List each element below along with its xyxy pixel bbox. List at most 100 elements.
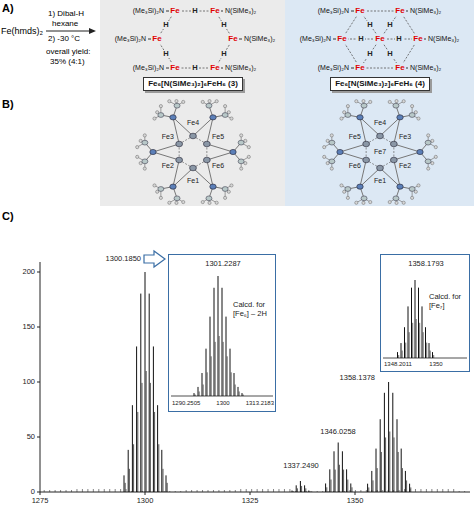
iron-atom [203,141,210,147]
spectrum-peak [293,491,294,493]
spectrum-peak [367,484,368,492]
noise-stroke [44,490,45,492]
spectrum-peak [326,487,327,492]
spectrum-peak [132,405,133,492]
iron-atom [363,141,370,147]
spectrum-peak [136,346,137,492]
noise-stroke [208,490,209,492]
ligand-label: (Me₃Si)₂N [317,64,350,72]
silicon-atom [238,140,244,145]
inset-peak [398,355,399,358]
inset-peak [202,373,203,396]
reaction-arrow [46,31,92,32]
formula-text: Fe₆[N(SiMe₃)₂]₆FeH₆ (3) [148,79,238,88]
carbon-atom [362,201,365,204]
carbon-atom [355,100,358,103]
inset-peak [405,343,406,358]
inset-peak [238,387,239,396]
carbon-atom [175,201,178,204]
carbon-atom [153,184,156,187]
iron-label: Fe [151,34,162,43]
silicon-atom [206,103,212,108]
silicon-atom [361,196,367,201]
spectrum-peak [343,470,344,492]
iron-label: Fe [354,63,365,72]
atom-bond [207,152,233,160]
inset-peak [432,352,433,358]
carbon-atom [427,134,430,137]
spectrum-peak [371,471,372,492]
carbon-atom [417,117,420,120]
iron-atom [377,133,384,139]
hydride-label: H [162,50,169,59]
noise-stroke [317,491,318,492]
spectrum-peak [352,487,353,492]
atom-bond [394,144,420,152]
nitrogen-atom [357,184,363,189]
inset-peak [425,327,426,358]
carbon-atom [346,105,349,108]
spectrum-peak [385,437,386,492]
silicon-atom [329,159,335,164]
spectrum-peak [310,491,311,493]
spectrum-peak [154,412,155,492]
atom-label: Fe6 [211,162,225,170]
panel-letter: A) [2,2,14,15]
axis-tick: 0 [31,488,35,497]
inset-peak [234,373,235,396]
noise-stroke [284,489,285,492]
iron-label: Fe [394,63,405,72]
carbon-atom [182,200,185,203]
noise-stroke [202,490,203,492]
carbon-atom [340,184,343,187]
carbon-atom [369,200,372,203]
spectrum-peak [329,469,330,492]
calculated-note: Calcd. for [Fe₆] – 2H [233,301,276,318]
noise-stroke [464,491,465,492]
hydride-label: H [357,35,364,44]
noise-stroke [115,489,116,492]
axis-tick: 50 [27,433,35,442]
silicon-atom [222,187,228,192]
spectrum-peak [292,491,293,492]
spectrum-peak [124,475,125,492]
axis-tick: 1350 [347,497,364,506]
spectrum-peak [402,468,403,492]
carbon-atom [201,200,204,203]
silicon-atom [238,159,244,164]
silicon-atom [361,103,367,108]
spectrum-inset: 1301.2287Calcd. for [Fe₆] – 2H1290.25051… [168,254,276,412]
ligand-label: N(SiMe₃)₂ [409,64,442,72]
carbon-atom [402,100,405,103]
inset-peak [409,332,410,358]
silicon-atom [222,113,228,118]
silicon-atom [345,187,351,192]
iron-label: Fe [374,34,385,43]
iron-atom [190,133,197,139]
inset-peak [415,280,416,358]
noise-stroke [355,490,356,492]
spectrum-peak [406,480,407,492]
silicon-atom [409,113,415,118]
atom-bond [207,144,233,152]
inset-peak [418,288,419,358]
spectrum-peak [305,488,306,492]
noise-stroke [60,490,61,492]
hydride-label: H [162,21,169,30]
spectrum-peak [398,452,399,492]
inset-peak [226,317,227,396]
silicon-atom [174,103,180,108]
noise-stroke [93,489,94,492]
carbon-atom [182,100,185,103]
spectrum-peak [129,469,130,492]
formula-text: Fe₆[N(SiMe₃)₂]₆FeH₆ (4) [335,79,425,88]
inset-peak [206,349,207,396]
noise-stroke [240,489,241,492]
noise-stroke [180,491,181,492]
carbon-atom [143,134,146,137]
carbon-atom [143,167,146,170]
formula-box: Fe₆[N(SiMe₃)₂]₆FeH₆ (4) [330,77,430,90]
carbon-atom [159,105,162,108]
carbon-atom [247,146,250,149]
carbon-atom [159,196,162,199]
